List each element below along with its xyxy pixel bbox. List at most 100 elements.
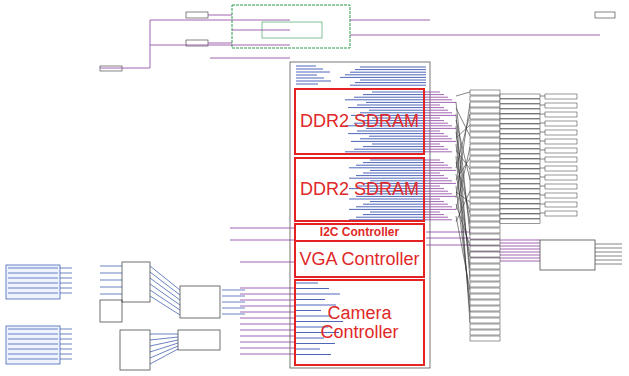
highlight-box: Camera Controller — [294, 279, 425, 366]
pin-name-mark — [296, 78, 324, 79]
signal-wire — [240, 354, 294, 355]
port-symbol — [470, 186, 500, 191]
port-symbol — [470, 162, 500, 167]
net-line — [456, 92, 470, 96]
signal-wire — [232, 30, 290, 31]
port-symbol — [470, 234, 500, 239]
component-wire — [60, 354, 72, 355]
block-label: DDR2 SDRAM — [300, 180, 419, 199]
pin-name-mark — [296, 349, 320, 350]
component-wire — [150, 272, 180, 295]
port-symbol — [470, 204, 500, 209]
signal-wire — [240, 348, 294, 349]
signal-wire — [426, 151, 452, 152]
port-symbol — [470, 246, 500, 251]
port-symbol — [500, 99, 540, 104]
port-symbol — [470, 276, 500, 281]
component — [180, 286, 220, 318]
pin-name-mark — [296, 343, 335, 344]
pin-name-mark — [296, 316, 332, 317]
signal-wire — [426, 173, 440, 174]
net-line — [456, 158, 470, 180]
net-line — [456, 216, 470, 290]
signal-wire — [240, 262, 294, 263]
signal-wire — [426, 123, 448, 124]
signal-wire — [350, 35, 600, 36]
signal-wire — [426, 141, 456, 142]
component — [100, 300, 122, 322]
signal-wire — [230, 228, 294, 229]
net-line — [456, 147, 470, 210]
signal-wire — [426, 92, 440, 93]
pin-name-mark — [349, 209, 426, 210]
signal-wire — [426, 149, 448, 150]
signal-wire — [240, 324, 294, 325]
block-label: I2C Controller — [320, 226, 399, 239]
signal-wire — [208, 43, 232, 44]
port-symbol — [470, 156, 500, 161]
pin-name-mark — [360, 80, 426, 81]
port-symbol — [470, 300, 500, 305]
pin-name-mark — [349, 178, 426, 179]
signal-wire — [426, 178, 448, 179]
pin-name-mark — [357, 105, 426, 106]
port-symbol — [545, 157, 577, 162]
component-wire — [60, 349, 72, 350]
block-label: VGA Controller — [299, 250, 419, 269]
port-symbol — [470, 210, 500, 215]
component-wire — [100, 273, 122, 274]
pin-name-mark — [363, 173, 426, 174]
component-wire — [150, 278, 180, 300]
signal-wire — [426, 201, 444, 202]
port-symbol — [470, 120, 500, 125]
signal-wire — [426, 170, 456, 171]
fpga-block — [290, 62, 430, 368]
port-symbol — [545, 103, 577, 108]
component-wire — [150, 296, 180, 315]
signal-wire — [426, 120, 444, 121]
port-symbol — [470, 216, 500, 221]
component-wire — [150, 266, 180, 290]
port-symbol — [545, 94, 577, 99]
pin-name-mark — [296, 299, 325, 300]
port-symbol — [470, 264, 500, 269]
port-symbol — [470, 174, 500, 179]
port-symbol — [470, 132, 500, 137]
signal-wire — [426, 133, 444, 134]
signal-wire — [150, 20, 290, 21]
component-wire — [8, 344, 58, 345]
port-symbol — [545, 184, 577, 189]
port-symbol — [470, 282, 500, 287]
port-symbol — [470, 198, 500, 203]
pin-name-mark — [356, 175, 426, 176]
pin-name-mark — [296, 72, 330, 73]
signal-wire — [426, 206, 452, 207]
pin-name-mark — [345, 151, 426, 152]
port-symbol — [470, 222, 500, 227]
component-wire — [222, 302, 245, 303]
signal-wire — [426, 180, 452, 181]
port-symbol — [470, 138, 500, 143]
component-wire — [8, 339, 58, 340]
signal-wire — [426, 209, 456, 210]
component-wire — [8, 293, 58, 294]
port-symbol — [470, 330, 500, 335]
sub-module — [540, 240, 595, 270]
signal-wire — [426, 214, 444, 215]
port — [595, 12, 615, 18]
port-group — [6, 265, 60, 299]
signal-wire — [426, 136, 448, 137]
net-line — [595, 252, 622, 253]
component-wire — [222, 296, 245, 297]
pin-name-mark — [348, 133, 426, 134]
pin-name-mark — [369, 110, 426, 111]
port-symbol — [470, 306, 500, 311]
pin-name-mark — [360, 138, 426, 139]
pin-name-mark — [372, 92, 426, 93]
pin-name-mark — [370, 201, 426, 202]
pin-name-mark — [363, 162, 426, 163]
component-wire — [60, 288, 72, 289]
signal-wire — [426, 97, 448, 98]
signal-wire — [426, 191, 448, 192]
highlight-box: VGA Controller — [294, 240, 425, 278]
